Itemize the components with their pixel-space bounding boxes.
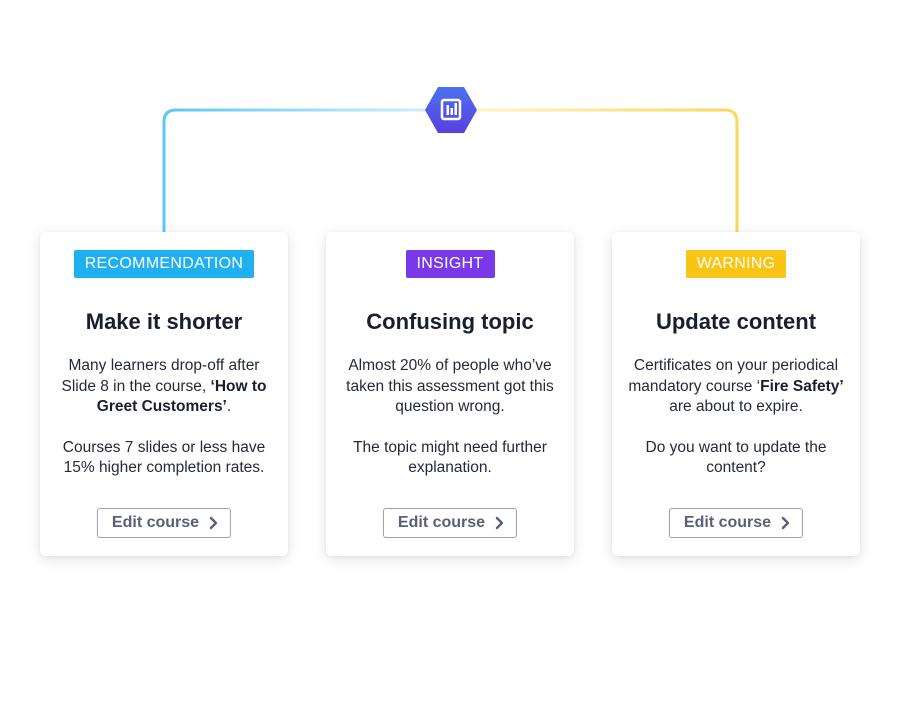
chevron-right-icon xyxy=(781,516,790,530)
connector-left xyxy=(162,108,427,234)
card-title: Confusing topic xyxy=(366,309,534,334)
insight-card: INSIGHT Confusing topic Almost 20% of pe… xyxy=(326,232,574,556)
paragraph-text: Certificates on your periodical mandator… xyxy=(628,357,839,395)
course-name: ‘How to Greet Customers’ xyxy=(96,377,267,416)
card-title: Update content xyxy=(655,309,817,334)
card-paragraph-2: Courses 7 slides or less have 15% higher… xyxy=(62,438,266,477)
edit-course-button[interactable]: Edit course xyxy=(382,508,518,538)
paragraph-text: Many learners drop-off after Slide 8 in … xyxy=(61,357,260,395)
warning-badge: WARNING xyxy=(685,250,787,278)
bar-chart-icon xyxy=(425,87,477,133)
card-paragraph-2: The topic might need further explanation… xyxy=(353,438,547,477)
button-label: Edit course xyxy=(397,514,486,531)
paragraph-text: . xyxy=(226,398,232,415)
edit-course-button[interactable]: Edit course xyxy=(96,508,232,538)
chevron-right-icon xyxy=(495,516,504,530)
card-paragraph-1: Almost 20% of people who’ve taken this a… xyxy=(346,357,554,415)
analytics-hub xyxy=(424,85,478,135)
button-label: Edit course xyxy=(683,514,772,531)
paragraph-text: are about to expire. xyxy=(669,398,803,415)
chevron-right-icon xyxy=(209,516,218,530)
card-paragraph-2: Do you want to update the content? xyxy=(645,438,827,477)
card-body: Certificates on your periodical mandator… xyxy=(628,356,844,479)
recommendation-badge: RECOMMENDATION xyxy=(73,250,255,278)
course-name: Fire Safety’ xyxy=(760,377,844,395)
card-title: Make it shorter xyxy=(85,309,243,334)
card-body: Almost 20% of people who’ve taken this a… xyxy=(342,356,558,479)
card-paragraph-1: Many learners drop-off after Slide 8 in … xyxy=(56,356,272,418)
card-body: Many learners drop-off after Slide 8 in … xyxy=(56,356,272,479)
connector-right xyxy=(475,108,739,234)
insight-badge: INSIGHT xyxy=(405,250,495,278)
edit-course-button[interactable]: Edit course xyxy=(668,508,804,538)
recommendation-card: RECOMMENDATION Make it shorter Many lear… xyxy=(40,232,288,556)
button-label: Edit course xyxy=(111,514,200,531)
warning-card: WARNING Update content Certificates on y… xyxy=(612,232,860,556)
card-paragraph-1: Certificates on your periodical mandator… xyxy=(628,356,844,418)
